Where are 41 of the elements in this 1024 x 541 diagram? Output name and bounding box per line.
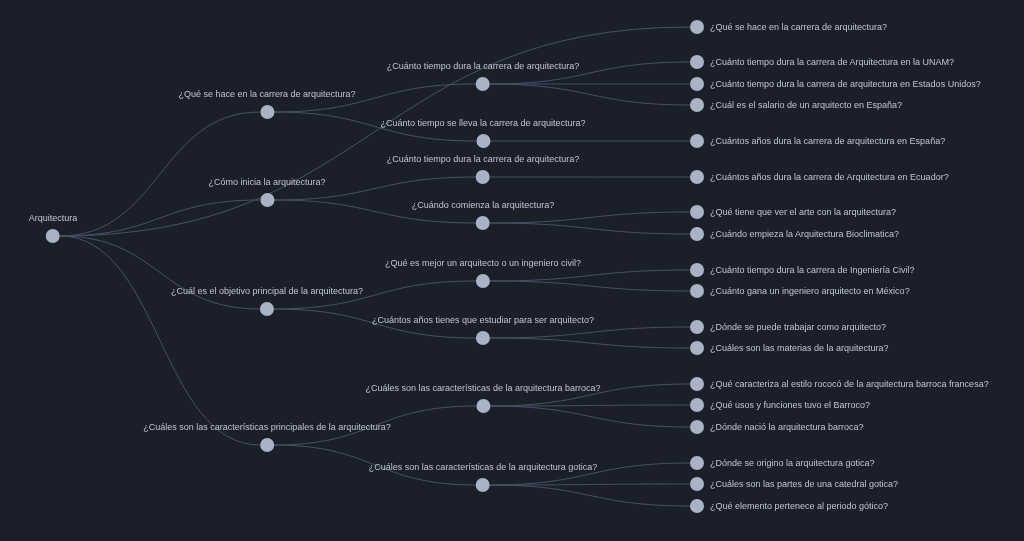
node-label: ¿Cuánto tiempo dura la carrera de Ingeniería Civil? <box>710 264 915 276</box>
node-label: ¿Qué tiene que ver el arte con la arquitectura? <box>710 206 897 218</box>
node-label: Arquitectura <box>28 213 78 224</box>
node-label: ¿Cuándo comienza la arquitectura? <box>411 200 555 211</box>
node-label: ¿Cuántos años dura la carrera de arquitectura en España? <box>710 135 946 147</box>
node-label: ¿Cómo inicia la arquitectura? <box>208 177 326 188</box>
connector-line <box>489 405 691 428</box>
node-label: ¿Cuáles son las características principales de la arquitectura? <box>143 422 391 433</box>
node-label: ¿Qué se hace en la carrera de arquitectura? <box>710 21 888 33</box>
connector-line <box>489 83 691 106</box>
node-label: ¿Cuántos años tienes que estudiar para ser arquitecto? <box>371 315 595 326</box>
connector-line <box>489 337 691 349</box>
node-label: ¿Cuál es el objetivo principal de la arquitectura? <box>170 286 364 297</box>
connector-line <box>273 308 477 339</box>
node-label: ¿Dónde se origino la arquitectura gotica? <box>710 457 875 469</box>
node-label: ¿Dónde se puede trabajar como arquitecto? <box>710 321 887 333</box>
node-label: ¿Qué caracteriza al estilo rococó de la arquitectura barroca francesa? <box>710 378 989 390</box>
node-label: ¿Qué usos y funciones tuvo el Barroco? <box>710 399 871 411</box>
connector-line <box>273 111 477 142</box>
node-label: ¿Cuándo empieza la Arquitectura Bioclimatica? <box>710 228 900 240</box>
node-label: ¿Cuáles son las características de la arquitectura gotica? <box>368 462 598 473</box>
node-label: ¿Qué es mejor un arquitecto o un ingeniero civil? <box>384 258 582 269</box>
node-label: ¿Cuánto tiempo dura la carrera de arquitectura? <box>386 61 580 72</box>
node-label: ¿Cuánto tiempo se lleva la carrera de arquitectura? <box>380 118 586 129</box>
node-label: ¿Cuántos años dura la carrera de Arquitectura en Ecuador? <box>710 171 949 183</box>
node-label: ¿Cuáles son las partes de una catedral gotica? <box>710 478 899 490</box>
connector-line <box>273 444 477 486</box>
connector-line <box>273 199 477 224</box>
node-label: ¿Cuánto tiempo dura la carrera de arquitectura? <box>386 154 580 165</box>
connector-line <box>489 280 691 292</box>
node-label: ¿Cuánto gana un ingeniero arquitecto en México? <box>710 285 910 297</box>
node-label: ¿Cuáles son las materias de la arquitectura? <box>710 342 889 354</box>
connector-line <box>489 484 691 507</box>
node-label: ¿Qué se hace en la carrera de arquitectura? <box>178 89 356 100</box>
node-label: ¿Cuál es el salario de un arquitecto en España? <box>710 99 903 111</box>
node-label: ¿Dónde nació la arquitectura barroca? <box>710 421 864 433</box>
node-label: ¿Qué elemento pertenece al periodo gótico? <box>710 500 889 512</box>
node-label: ¿Cuánto tiempo dura la carrera de arquitectura en Estados Unidos? <box>710 78 981 90</box>
connector-line <box>489 222 691 235</box>
node-label: ¿Cuáles son las características de la arquitectura barroca? <box>365 383 601 394</box>
node-label: ¿Cuánto tiempo dura la carrera de Arquitectura en la UNAM? <box>710 56 955 68</box>
